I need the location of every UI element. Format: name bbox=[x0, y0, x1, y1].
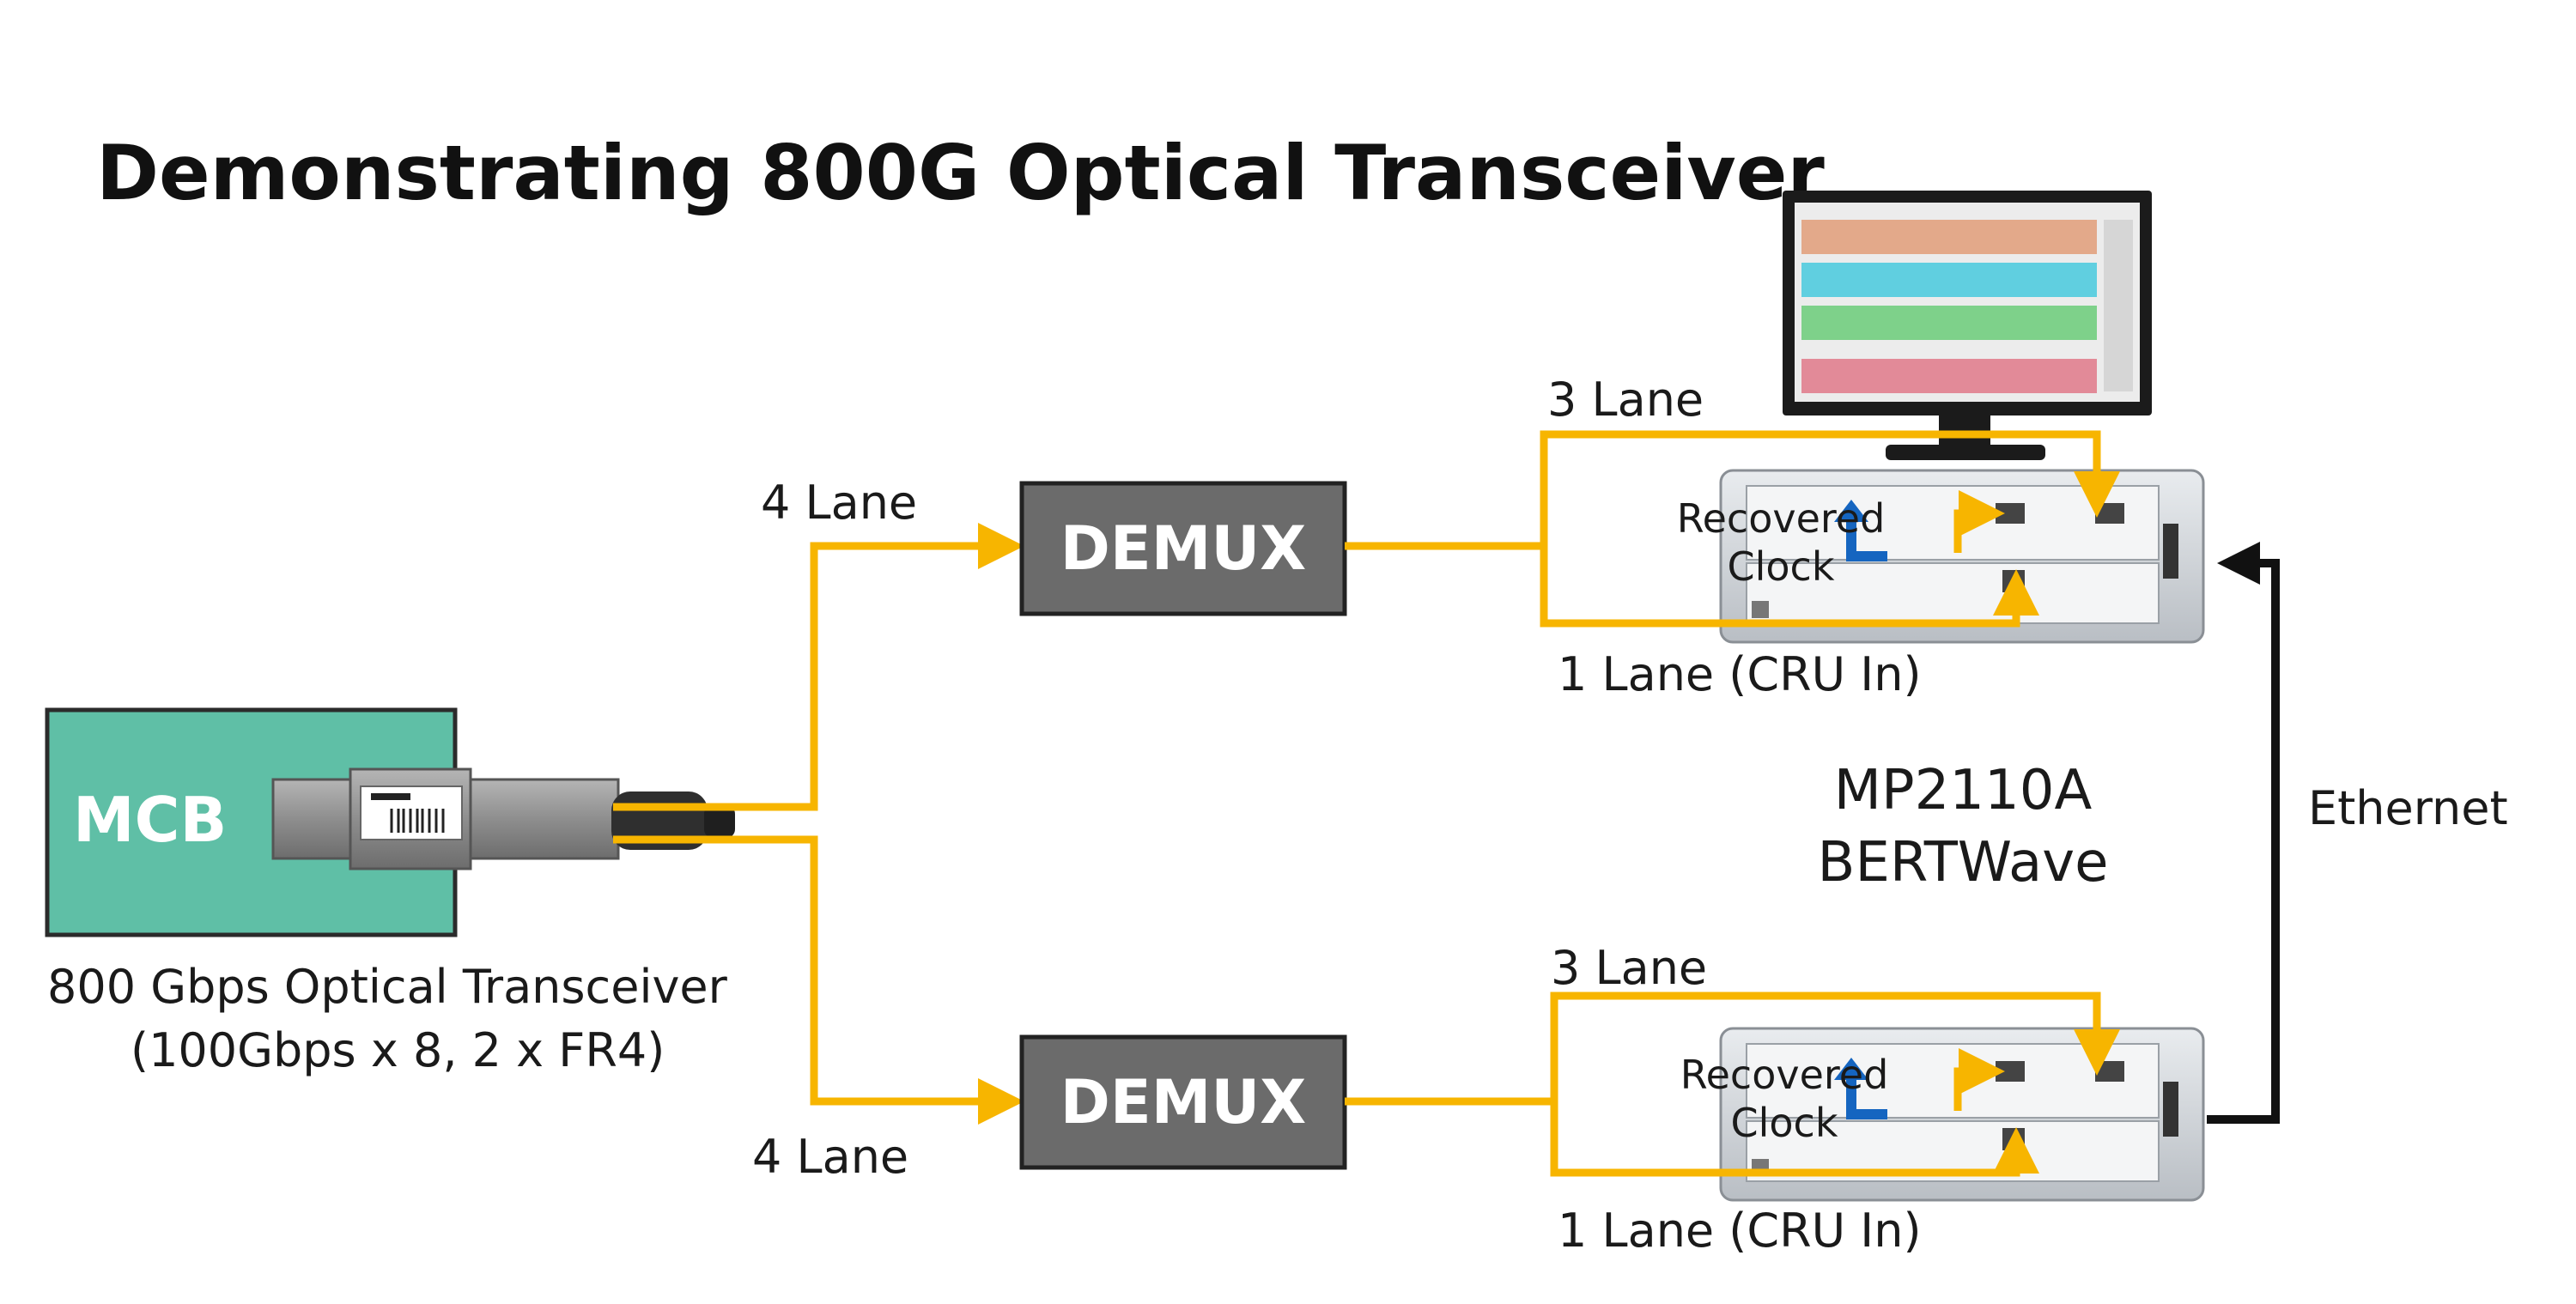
lower-demux-box: DEMUX bbox=[1019, 1034, 1347, 1170]
ethernet-label: Ethernet bbox=[2308, 781, 2508, 835]
upper-demux-box: DEMUX bbox=[1019, 481, 1347, 616]
upper-lane-bottom-label: 1 Lane (CRU In) bbox=[1558, 647, 1922, 701]
upper-recovered-label-line1: Recovered bbox=[1677, 495, 1886, 542]
upper-demux-label: DEMUX bbox=[1060, 513, 1306, 584]
optical-transceiver-module bbox=[271, 767, 735, 870]
mcb-label: MCB bbox=[73, 784, 227, 856]
barcode-icon bbox=[390, 809, 445, 833]
upper-fiber-routing bbox=[1345, 430, 2120, 628]
fiber-to-upper-demux bbox=[613, 523, 1024, 811]
upper-recovered-label-line2: Clock bbox=[1728, 543, 1835, 590]
lower-recovered-label-line2: Clock bbox=[1731, 1100, 1838, 1146]
instrument-name-label: BERTWave bbox=[1818, 831, 2109, 895]
lower-lane-bottom-label: 1 Lane (CRU In) bbox=[1558, 1204, 1922, 1258]
upper-lane-in-label: 4 Lane bbox=[761, 476, 917, 530]
lower-lane-top-label: 3 Lane bbox=[1551, 941, 1707, 995]
lower-fiber-routing bbox=[1345, 992, 2120, 1177]
upper-recovered-clock-arrow-icon bbox=[1834, 500, 1887, 561]
lower-demux-label: DEMUX bbox=[1060, 1067, 1306, 1137]
transceiver-caption-line2: (100Gbps x 8, 2 x FR4) bbox=[131, 1023, 665, 1077]
lower-recovered-clock-arrow-icon bbox=[1834, 1058, 1887, 1119]
lower-lane-in-label: 4 Lane bbox=[752, 1130, 908, 1184]
monitor-display bbox=[1783, 191, 2152, 460]
instrument-model-label: MP2110A bbox=[1834, 759, 2093, 822]
fiber-to-lower-demux bbox=[613, 835, 1024, 1125]
upper-lane-top-label: 3 Lane bbox=[1547, 373, 1704, 427]
lower-recovered-label-line1: Recovered bbox=[1680, 1052, 1889, 1098]
transceiver-caption-line1: 800 Gbps Optical Transceiver bbox=[47, 960, 728, 1014]
page-title: Demonstrating 800G Optical Transceiver bbox=[96, 129, 1825, 217]
ethernet-link bbox=[2207, 542, 2280, 1124]
